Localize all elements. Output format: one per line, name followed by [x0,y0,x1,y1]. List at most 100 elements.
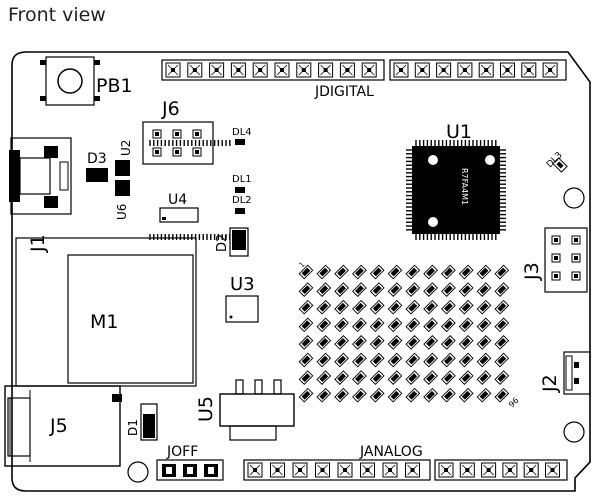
matrix-led [334,370,349,385]
matrix-led [352,317,367,333]
mounting-hole [127,461,149,483]
header-pin [318,62,334,78]
matrix-led [405,387,421,403]
matrix-led [316,264,332,280]
matrix-led [476,282,492,297]
matrix-led [441,299,456,315]
j3-pin [551,235,561,245]
janalog-header [243,459,568,481]
j5-barrel-jack [4,385,122,467]
header-pin [361,62,377,78]
matrix-led [494,282,510,297]
matrix-led [458,317,474,333]
header-pin [436,62,452,78]
matrix-led [387,335,403,350]
matrix-led [423,282,438,297]
matrix-led [476,352,492,368]
matrix-led [458,299,474,315]
j5-label: J5 [49,415,68,437]
matrix-led [369,299,385,315]
header-pin [481,462,497,478]
matrix-led [494,370,510,385]
header-pin [270,462,285,478]
header-pin [545,462,560,478]
matrix-led [476,335,492,350]
joff-label: JOFF [166,444,198,460]
header-pin [542,62,558,78]
j6-pin [172,147,182,157]
u4-label: U4 [168,192,187,208]
matrix-led [387,317,403,333]
mounting-hole [563,421,585,443]
matrix-led [423,335,438,350]
j6-pin [152,129,162,139]
matrix-led [405,370,421,385]
d3-label: D3 [87,151,107,167]
matrix-led [423,352,438,368]
matrix-led [441,387,456,403]
led-last-label: 96 [507,396,521,410]
matrix-led [369,370,385,385]
matrix-led [352,264,367,280]
j3-pin [551,271,561,281]
usb-connector-j1 [9,137,72,215]
matrix-led [298,282,314,297]
matrix-led [423,317,438,333]
matrix-led [441,264,456,280]
matrix-led [494,264,510,280]
matrix-led [352,282,367,297]
matrix-led [458,352,474,368]
header-pin [438,462,454,478]
j3-pin [571,253,581,263]
matrix-led [369,335,385,350]
matrix-led [441,370,456,385]
header-pin [478,62,494,78]
u2-chip [115,160,130,176]
header-pin [230,62,246,78]
matrix-led [352,387,367,403]
matrix-led [441,317,456,333]
header-pin [393,62,409,78]
j3-pin [571,271,581,281]
matrix-led [316,352,332,368]
dl4-label: DL4 [232,127,252,138]
matrix-led [458,387,474,403]
matrix-led [494,335,510,350]
j6-pin [192,129,202,139]
header-pin [521,62,537,78]
matrix-led [441,352,456,368]
u6-chip [115,180,130,196]
header-pin [457,62,473,78]
d3-diode [86,168,108,182]
header-pin [500,62,515,78]
header-pin [523,462,539,478]
j3-label: J3 [521,262,543,281]
matrix-led [405,264,421,280]
dl2-led [235,208,245,214]
j2-label: J2 [539,374,561,393]
dl4-led [235,139,245,145]
matrix-led [316,299,332,315]
j6-pin [152,147,162,157]
header-pin [502,462,518,478]
matrix-led [369,282,385,297]
matrix-led [352,299,367,315]
matrix-led [405,299,421,315]
matrix-led [352,335,367,350]
u3-label: U3 [230,274,255,295]
matrix-led [298,370,314,385]
matrix-led [476,317,492,333]
matrix-led [441,335,456,350]
header-pin [360,462,375,478]
j2-connector [563,351,591,395]
u6-label: U6 [115,204,129,220]
matrix-led [494,299,510,315]
header-pin [247,462,263,478]
header-pin [337,462,353,478]
dl1-label: DL1 [232,174,252,185]
j3-header [544,227,588,293]
u2-label: U2 [119,140,133,156]
header-pin [315,462,330,478]
matrix-led [476,264,492,280]
matrix-led [298,352,314,368]
